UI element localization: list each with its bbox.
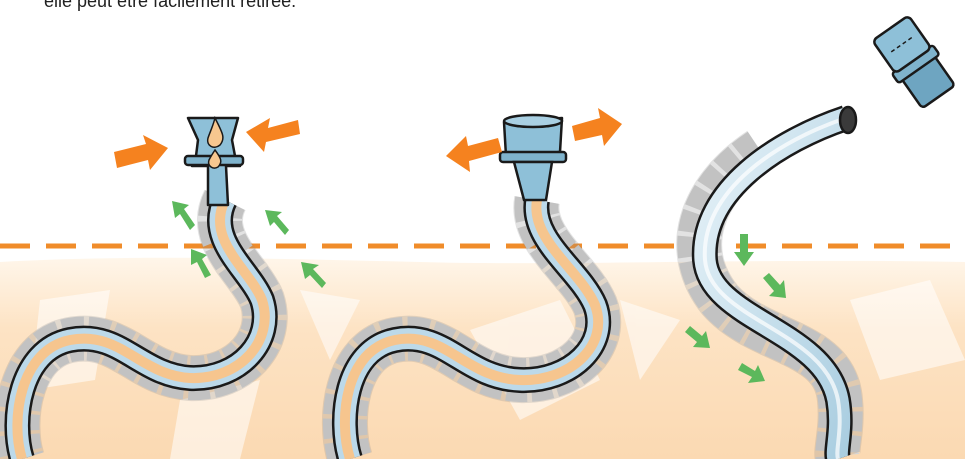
tube-opening	[840, 107, 856, 133]
orange-press-arrow-icon	[246, 118, 300, 152]
detached-connector	[870, 14, 959, 111]
green-flow-arrow-icon	[172, 201, 195, 230]
green-flow-arrow-icon	[265, 210, 289, 235]
orange-press-arrow-icon	[572, 108, 622, 146]
orange-press-arrow-icon	[114, 135, 168, 170]
green-flow-arrow-icon	[734, 234, 754, 266]
tube-connector	[500, 115, 566, 200]
orange-press-arrow-icon	[446, 136, 502, 172]
tube-connector	[185, 118, 243, 205]
